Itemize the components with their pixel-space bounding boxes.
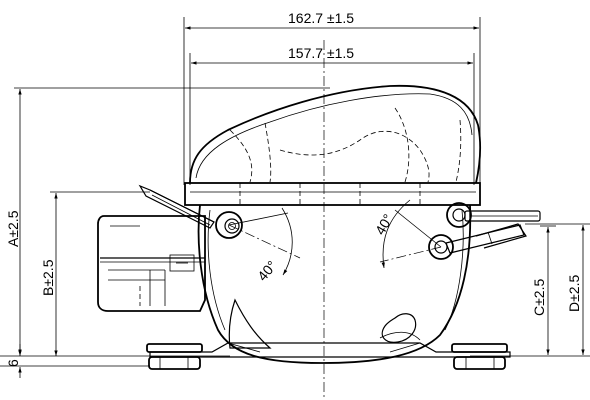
overall-width-label: 162.7 ±1.5 bbox=[288, 10, 354, 26]
dimension-a: A±2.5 bbox=[5, 87, 330, 356]
shell-flange bbox=[184, 182, 481, 206]
angle-right-indicator: 40° bbox=[372, 199, 442, 269]
base-plate bbox=[149, 342, 511, 358]
compressor-lower-body bbox=[197, 204, 472, 364]
dimension-c: C±2.5 bbox=[470, 225, 590, 357]
mount-width-label: 157.7 ±1.5 bbox=[288, 45, 354, 61]
electrical-box bbox=[97, 215, 206, 312]
height-b-label: B±2.5 bbox=[40, 259, 56, 296]
process-tube-left bbox=[138, 184, 215, 229]
suction-fitting-left bbox=[215, 211, 243, 239]
dimension-mount-width: 157.7 ±1.5 bbox=[189, 45, 475, 185]
angle-right-label: 40° bbox=[372, 211, 396, 237]
foot-grommet-left bbox=[146, 343, 203, 370]
foot-label: 6 bbox=[5, 359, 21, 367]
dimension-foot: 6 bbox=[0, 344, 230, 378]
height-c-label: C±2.5 bbox=[531, 279, 547, 316]
discharge-fitting-upper bbox=[446, 202, 541, 228]
compressor-dome bbox=[189, 84, 482, 184]
dimension-d: D±2.5 bbox=[525, 223, 590, 355]
dimension-b: B±2.5 bbox=[40, 191, 150, 356]
height-a-label: A±2.5 bbox=[5, 210, 21, 247]
foot-grommet-right bbox=[451, 343, 508, 370]
dimension-overall-width: 162.7 ±1.5 bbox=[183, 10, 481, 185]
discharge-fitting-lower bbox=[428, 223, 527, 260]
angle-left-indicator: 40° bbox=[228, 207, 301, 284]
height-d-label: D±2.5 bbox=[566, 275, 582, 312]
angle-left-label: 40° bbox=[254, 257, 280, 284]
